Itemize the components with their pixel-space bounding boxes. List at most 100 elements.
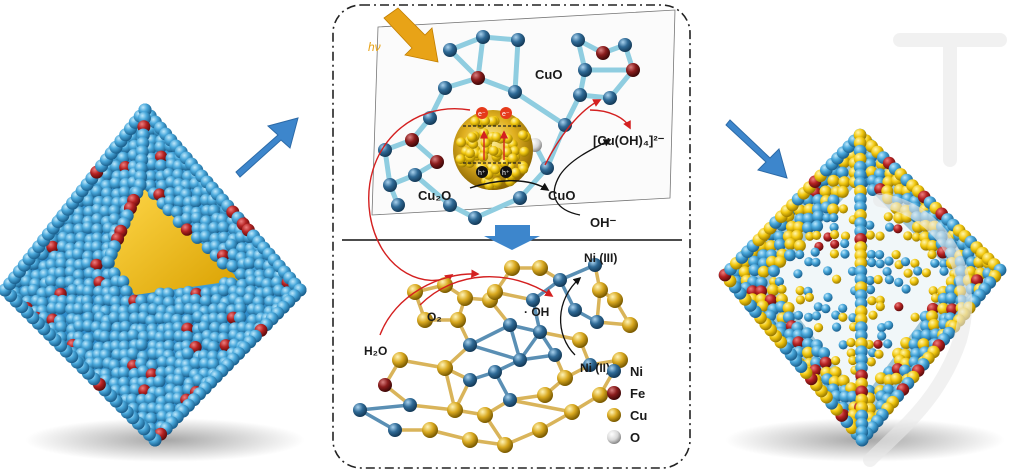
ni-atom xyxy=(217,221,230,234)
shell-atom xyxy=(883,339,893,349)
reaction-arrow xyxy=(559,276,582,356)
ni-atom xyxy=(82,302,95,315)
ni-atom xyxy=(162,339,176,353)
ni-atom xyxy=(199,230,212,243)
cu-atom xyxy=(437,360,453,376)
shell-atom xyxy=(911,232,922,242)
cu-atom xyxy=(572,332,588,348)
shell-atom xyxy=(838,312,848,322)
ni-atom xyxy=(233,311,247,324)
shell-atom xyxy=(802,221,814,234)
ni-atom xyxy=(553,273,567,287)
ni-atom xyxy=(388,423,402,437)
ni-atom xyxy=(618,38,632,52)
ni-atom xyxy=(209,321,222,334)
cu2o-core-face xyxy=(108,185,240,295)
ni-atom xyxy=(66,284,80,297)
light-label: hν xyxy=(368,40,381,54)
ni-atom xyxy=(180,212,194,225)
shell-atom xyxy=(765,240,778,253)
ni-atom xyxy=(189,195,203,208)
shell-atom xyxy=(900,257,911,267)
fe-atom xyxy=(471,71,485,85)
shell-atom xyxy=(818,347,831,360)
ni-atom xyxy=(234,302,247,315)
shell-atom xyxy=(819,356,832,369)
cu-atom xyxy=(497,437,513,453)
cu-atom xyxy=(491,132,502,143)
shell-atom xyxy=(813,302,823,312)
shell-atom xyxy=(819,185,832,198)
shell-atom xyxy=(894,277,904,287)
ni-atom xyxy=(154,140,167,154)
shell-atom xyxy=(840,231,851,241)
shell-atom xyxy=(937,302,950,315)
ni-atom xyxy=(242,293,256,306)
electron-label: e⁻ xyxy=(478,111,486,118)
cu-atom xyxy=(456,137,467,148)
shell-atom xyxy=(890,372,903,385)
ni-atom xyxy=(109,330,122,344)
octahedron-nife-shell-with-cu-core xyxy=(0,103,307,462)
reaction-arrow xyxy=(379,269,480,336)
shell-atom xyxy=(829,249,840,259)
process-arrow-right xyxy=(725,119,788,179)
shell-atom xyxy=(823,266,833,276)
ni-atom xyxy=(443,198,457,212)
legend-swatch-cu xyxy=(607,408,621,422)
light-arrow xyxy=(383,7,439,63)
legend-swatch-o xyxy=(607,430,621,444)
shell-atom xyxy=(804,312,814,322)
shell-atom xyxy=(885,222,895,232)
fe-atom xyxy=(180,223,194,236)
cu-atom xyxy=(487,116,498,127)
shell-atom xyxy=(836,166,849,179)
cu-atom xyxy=(612,352,628,368)
shell-atom xyxy=(884,320,894,330)
shell-atom xyxy=(840,249,850,259)
ni-atom xyxy=(533,325,547,339)
ni-atom xyxy=(145,170,158,183)
ni-atom xyxy=(571,33,585,47)
shell-atom xyxy=(840,238,850,249)
shell-atom xyxy=(822,213,832,223)
reaction-arrow xyxy=(469,180,550,191)
ni-atom xyxy=(216,312,229,325)
ni-atom xyxy=(578,63,592,77)
shell-atom xyxy=(792,336,805,349)
ni-atom xyxy=(217,284,230,297)
fe-atom xyxy=(46,240,59,254)
shell-atom xyxy=(930,258,940,268)
hole-label: h⁺ xyxy=(478,170,486,177)
shell-atom xyxy=(793,310,804,320)
shell-atom xyxy=(831,356,841,366)
shell-atom xyxy=(848,355,858,366)
fe-atom xyxy=(626,63,640,77)
cu2o-cluster: e⁻ e⁻ h⁺ h⁺ xyxy=(453,107,533,190)
cu-atom xyxy=(422,422,438,438)
ni-atom xyxy=(568,303,582,317)
cu-atom xyxy=(517,130,528,141)
bond xyxy=(472,195,523,221)
shell-atom xyxy=(795,285,805,296)
cu-atom xyxy=(450,312,466,328)
cu-atom xyxy=(557,370,573,386)
ni-atom xyxy=(55,257,68,270)
hydroxyl-radical-label: · OH xyxy=(524,305,549,319)
shell-atom xyxy=(945,292,958,305)
shell-atom xyxy=(777,284,787,294)
shell-atom xyxy=(831,310,841,320)
shell-atom xyxy=(774,277,785,287)
bond xyxy=(468,343,522,362)
shell-atom xyxy=(830,229,840,240)
ni-atom xyxy=(128,303,141,316)
electron-icon xyxy=(476,107,488,119)
bond xyxy=(358,403,412,412)
ni-atom xyxy=(71,248,85,261)
shell-atom xyxy=(802,212,815,225)
ni-atom xyxy=(463,338,477,352)
cu-atom xyxy=(592,387,608,403)
shell-atom xyxy=(827,203,840,216)
shell-atom xyxy=(883,212,893,222)
